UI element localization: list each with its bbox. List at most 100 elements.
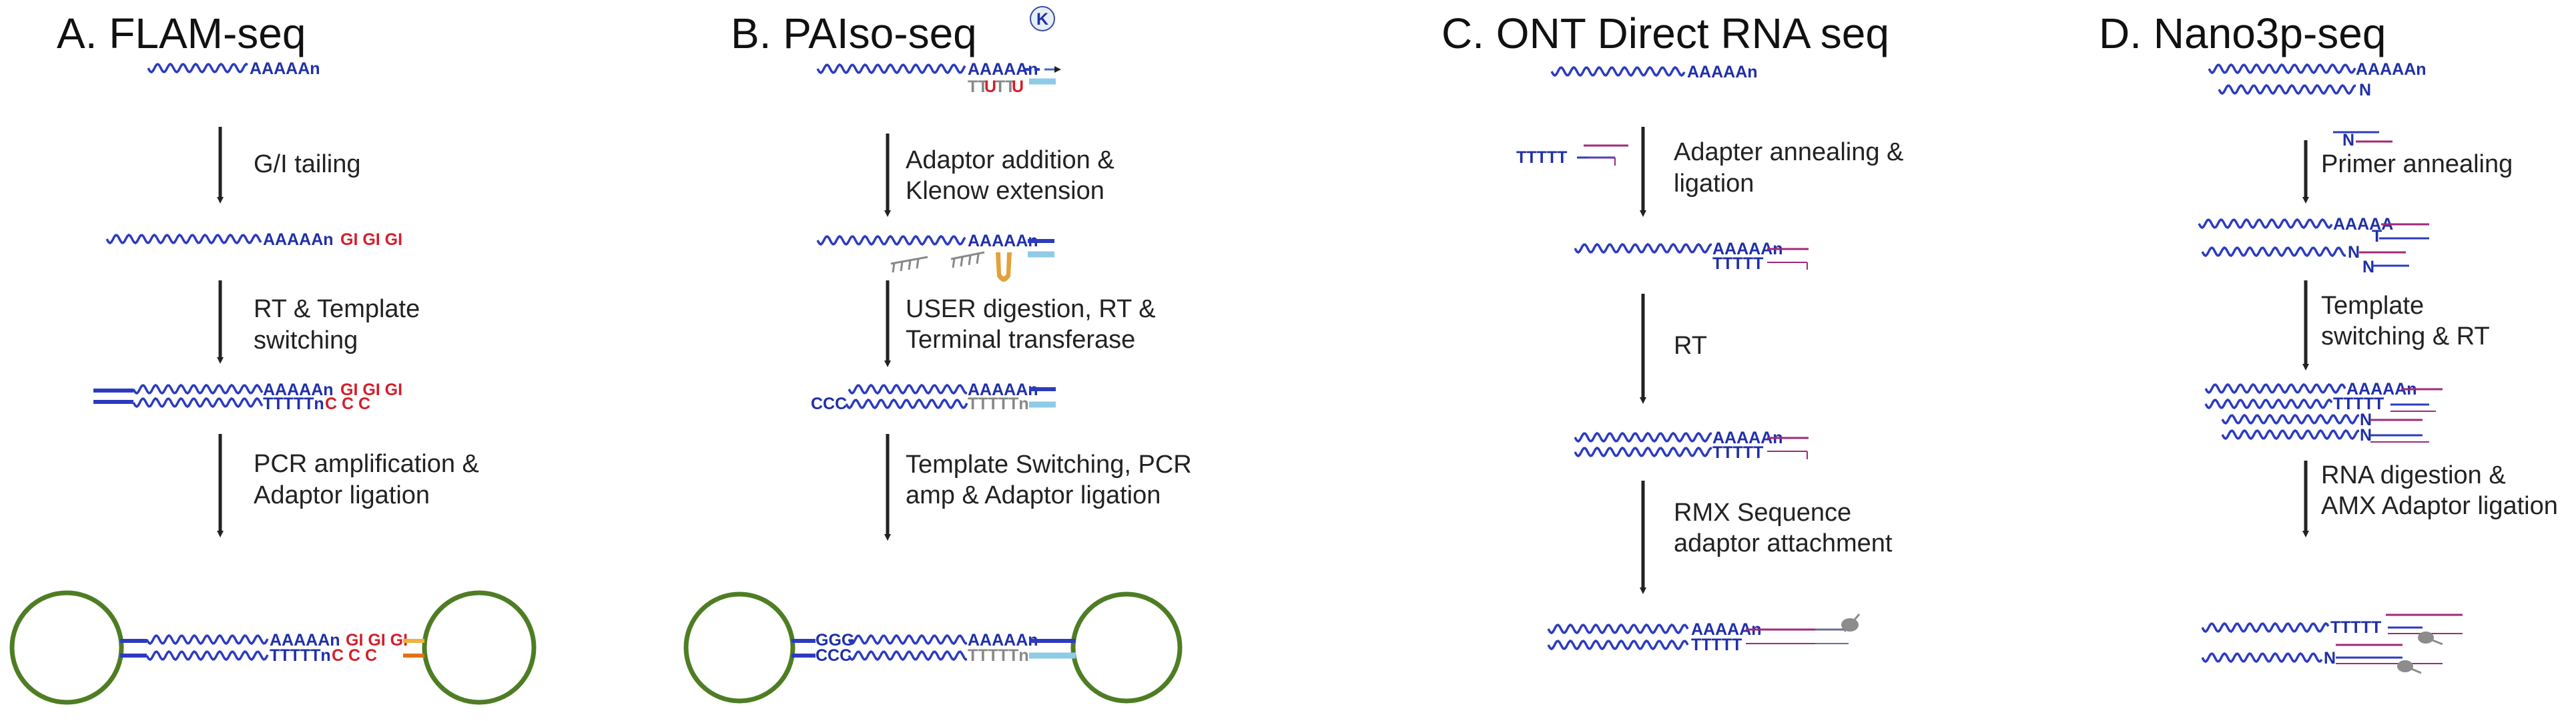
panel-c-step-1: Adapter annealing &: [1674, 138, 1903, 166]
polyt-label: TTTTT: [2333, 395, 2384, 413]
mrna-wave: [2198, 218, 2333, 230]
polya-label: AAAAAn: [968, 631, 1038, 650]
mrna-wave: [816, 63, 966, 75]
panel-c-step-3: RMX Sequence: [1674, 499, 1851, 527]
panel-a-title: A. FLAM-seq: [57, 9, 306, 57]
panel-c-step-2: RT: [1674, 332, 1707, 360]
mrna-wave: [1574, 431, 1712, 443]
mrna-wave: [848, 634, 968, 646]
panel-a-step-1: G/I tailing: [254, 150, 361, 178]
adaptor-u: U: [1012, 77, 1024, 96]
adaptor-circle-icon: [683, 591, 795, 704]
panel-d-step-3: RNA digestion &: [2321, 461, 2506, 489]
t-label: T: [2372, 227, 2382, 246]
n-label: N: [2324, 649, 2336, 668]
cdna-wave: [1547, 639, 1689, 651]
ccc-label: CCC: [811, 395, 847, 413]
panel-d-step-2b: switching & RT: [2321, 322, 2490, 350]
mrna-wave: [105, 233, 262, 245]
cdna-wave: [2201, 622, 2330, 634]
cdna-wave: [848, 650, 968, 662]
mrna-wave: [145, 634, 269, 646]
adaptor-circle-icon: [9, 590, 124, 705]
cdna-wave: [2201, 652, 2323, 664]
cdna-wave: [145, 650, 269, 662]
ccc-label: C C C: [325, 395, 370, 413]
n-label: N: [2348, 243, 2360, 262]
mrna-wave: [2208, 63, 2356, 75]
panel-a-step-3: PCR amplification &: [254, 450, 479, 478]
polyt-label: TTTTT: [1691, 636, 1742, 654]
n-label: N: [2360, 411, 2372, 429]
cdna-wave: [1574, 446, 1712, 458]
panel-b-step-1: Adaptor addition &: [906, 146, 1114, 174]
panel-a: A. FLAM-seq AAAAAn G/I tailing AAAAAn GI…: [9, 9, 537, 705]
ccc-label: CCC: [816, 646, 852, 665]
adaptor-tt: TT: [968, 77, 988, 96]
polya-label: AAAAAn: [968, 232, 1038, 250]
n-label: N: [2342, 131, 2354, 150]
panel-c-step-1b: ligation: [1674, 170, 1754, 198]
polya-label: AAAAAn: [968, 381, 1038, 399]
mrna-wave: [1550, 65, 1686, 77]
panel-b-step-1b: Klenow extension: [906, 177, 1104, 205]
polya-label: AAAAAn: [250, 59, 320, 78]
panel-d-title: D. Nano3p-seq: [2099, 9, 2386, 57]
mrna-wave: [1574, 242, 1712, 254]
panel-c-title: C. ONT Direct RNA seq: [1441, 9, 1889, 57]
mrna-wave: [147, 62, 248, 74]
polya-label: AAAAAn: [263, 381, 334, 399]
panel-d-step-1: Primer annealing: [2321, 150, 2513, 178]
panel-b-step-3b: amp & Adaptor ligation: [906, 481, 1161, 509]
klenow-enzyme-icon: [1030, 6, 1055, 31]
mrna-wave: [132, 383, 264, 395]
cdna-wave: [2204, 398, 2333, 410]
panel-a-step-2: RT & Template: [254, 295, 420, 323]
n-label: N: [2359, 81, 2371, 99]
adaptor-u: U: [984, 77, 996, 96]
panel-d-step-3b: AMX Adaptor ligation: [2321, 492, 2558, 520]
polyt-label: TTTTTn: [968, 395, 1029, 413]
ccc-label: C C C: [332, 646, 377, 665]
polyt-label: TTTTTn: [270, 646, 331, 665]
mrna-wave: [2218, 83, 2356, 95]
mrna-wave: [816, 234, 966, 246]
mrna-wave: [2204, 383, 2346, 395]
adaptor-circle-icon: [1070, 591, 1183, 704]
adapter-icon: TTTTT: [1516, 144, 1628, 167]
panel-a-step-2b: switching: [254, 326, 358, 354]
polyt-label: TTTTTn: [263, 395, 324, 413]
panel-c-step-3b: adaptor attachment: [1674, 529, 1893, 557]
mrna-wave: [1547, 623, 1689, 635]
cdna-wave: [845, 398, 968, 410]
adaptor-circle-icon: [422, 590, 537, 705]
mrna-wave: [2201, 246, 2346, 258]
klenow-label: K: [1036, 10, 1048, 29]
polyt-label: TTTTTn: [968, 646, 1029, 665]
polya-label: AAAAAn: [270, 631, 340, 650]
polyt-label: TTTTT: [2330, 618, 2381, 637]
n-label: N: [2362, 258, 2374, 276]
panel-b-step-3: Template Switching, PCR: [906, 451, 1192, 479]
cdna-wave: [2221, 429, 2360, 441]
cdna-wave: [132, 397, 264, 409]
motor-protein-icon: [2397, 660, 2422, 674]
panel-b: B. PAIso-seq K AAAAAn TT U TT U Adaptor …: [683, 6, 1192, 704]
degraded-fragment-icon: [890, 251, 985, 273]
gi-tail-label: GI GI GI: [340, 230, 402, 249]
panel-d-step-2: Template: [2321, 292, 2424, 320]
panel-b-title: B. PAIso-seq: [731, 9, 977, 57]
polya-label: AAAAAn: [263, 230, 334, 249]
mrna-wave: [2221, 413, 2360, 425]
mrna-wave: [848, 383, 968, 395]
user-enzyme-icon: [996, 252, 1012, 282]
panel-c: C. ONT Direct RNA seq AAAAAn TTTTT Adapt…: [1441, 9, 1903, 654]
panel-b-step-2b: Terminal transferase: [906, 326, 1135, 354]
polyt-label: TTTTT: [1712, 443, 1763, 462]
gi-tail-label: GI GI GI: [340, 381, 402, 399]
panel-a-step-3b: Adaptor ligation: [254, 481, 430, 509]
panel-b-step-2: USER digestion, RT &: [906, 295, 1156, 323]
polyt-label: TTTTT: [1712, 254, 1763, 273]
